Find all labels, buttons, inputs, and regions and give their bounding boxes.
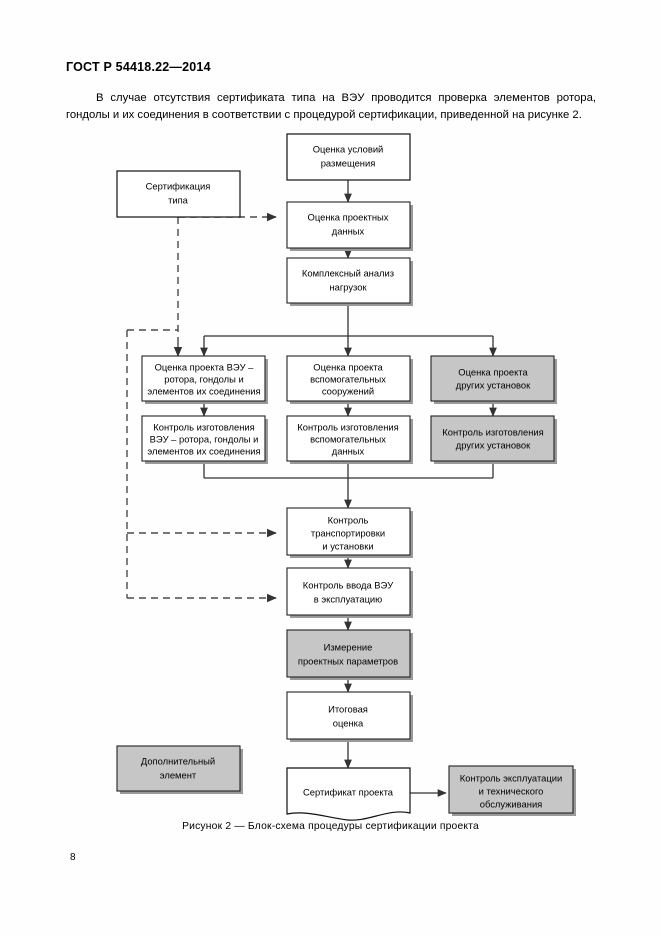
- node-operation-maintenance-line-0: Контроль эксплуатации: [460, 772, 562, 783]
- node-transport-install-line-0: Контроль: [328, 514, 369, 525]
- node-design-wtg-line-1: ротора, гондолы и: [164, 373, 243, 384]
- node-design-other[interactable]: Оценка проекта других установок: [430, 355, 557, 404]
- edge-manufacture-stems: [203, 462, 494, 478]
- node-project-certificate[interactable]: Сертификат проекта: [286, 767, 411, 821]
- node-manufacture-aux-line-1: вспомогательных: [310, 433, 386, 444]
- node-design-other-box[interactable]: [430, 355, 555, 402]
- node-manufacture-other-line-0: Контроль изготовления: [442, 426, 543, 437]
- node-site-conditions-line-1: размещения: [321, 157, 376, 168]
- node-manufacture-aux-line-2: данных: [332, 445, 365, 456]
- node-design-aux-line-1: вспомогательных: [310, 373, 386, 384]
- node-design-data[interactable]: Оценка проектных данных: [286, 201, 413, 251]
- node-design-data-line-1: данных: [332, 225, 365, 236]
- node-design-aux[interactable]: Оценка проекта вспомогательных сооружени…: [286, 355, 413, 404]
- node-legend-optional[interactable]: Дополнительный элемент: [116, 745, 243, 794]
- node-site-conditions-box[interactable]: [286, 133, 411, 181]
- node-design-aux-box[interactable]: [286, 355, 411, 402]
- node-type-certification-line-1: типа: [168, 194, 189, 205]
- body-paragraph: В случае отсутствия сертификата типа на …: [66, 90, 596, 124]
- node-final-evaluation[interactable]: Итоговая оценка: [286, 691, 413, 742]
- node-manufacture-other-box[interactable]: [430, 415, 555, 462]
- node-manufacture-wtg-line-2: элементов их соединения: [147, 445, 260, 456]
- node-manufacture-aux[interactable]: Контроль изготовления вспомогательных да…: [286, 415, 413, 464]
- node-legend-optional-line-1: элемент: [160, 769, 197, 780]
- node-final-evaluation-box[interactable]: [286, 691, 411, 740]
- node-design-data-box[interactable]: [286, 201, 411, 249]
- node-manufacture-wtg[interactable]: Контроль изготовления ВЭУ – ротора, гонд…: [141, 415, 268, 464]
- node-manufacture-other[interactable]: Контроль изготовления других установок: [430, 415, 557, 464]
- node-load-analysis[interactable]: Комплексный анализ нагрузок: [286, 257, 413, 306]
- node-type-certification[interactable]: Сертификация типа: [116, 170, 241, 218]
- node-design-wtg[interactable]: Оценка проекта ВЭУ – ротора, гондолы и э…: [141, 355, 268, 404]
- node-manufacture-wtg-line-1: ВЭУ – ротора, гондолы и: [150, 433, 259, 444]
- node-design-aux-line-2: сооружений: [322, 385, 374, 396]
- node-design-wtg-box[interactable]: [141, 355, 266, 402]
- node-transport-install[interactable]: Контроль транспортировки и установки: [286, 507, 413, 558]
- node-operation-maintenance-line-1: и технического: [479, 785, 544, 796]
- node-parameter-measure[interactable]: Измерение проектных параметров: [286, 629, 413, 680]
- node-type-certification-box[interactable]: [116, 170, 241, 218]
- figure-2: Оценка условий размещения Сертификация т…: [0, 130, 661, 830]
- node-manufacture-aux-line-0: Контроль изготовления: [297, 421, 398, 432]
- node-load-analysis-box[interactable]: [286, 257, 411, 304]
- node-commissioning-line-1: в эксплуатацию: [314, 593, 382, 604]
- node-legend-optional-line-0: Дополнительный: [141, 755, 215, 766]
- node-manufacture-wtg-box[interactable]: [141, 415, 266, 462]
- node-commissioning-box[interactable]: [286, 567, 411, 616]
- node-operation-maintenance[interactable]: Контроль эксплуатации и технического обс…: [448, 765, 576, 816]
- node-load-analysis-line-0: Комплексный анализ: [302, 267, 394, 278]
- node-design-data-line-0: Оценка проектных: [308, 211, 389, 222]
- node-legend-optional-box[interactable]: [116, 745, 241, 792]
- node-manufacture-other-line-1: других установок: [456, 439, 531, 450]
- node-operation-maintenance-line-2: обслуживания: [480, 798, 543, 809]
- node-parameter-measure-line-1: проектных параметров: [298, 655, 398, 666]
- node-parameter-measure-line-0: Измерение: [324, 641, 373, 652]
- node-type-certification-line-0: Сертификация: [146, 180, 211, 191]
- node-project-certificate-shape[interactable]: [286, 767, 411, 821]
- page-number: 8: [70, 852, 76, 863]
- node-design-aux-line-0: Оценка проекта: [313, 361, 383, 372]
- node-transport-install-box[interactable]: [286, 507, 411, 556]
- node-transport-install-line-1: транспортировки: [311, 527, 385, 538]
- flowchart-svg: Оценка условий размещения Сертификация т…: [116, 133, 576, 821]
- node-load-analysis-line-1: нагрузок: [329, 281, 367, 292]
- node-manufacture-wtg-line-0: Контроль изготовления: [153, 421, 254, 432]
- node-final-evaluation-line-0: Итоговая: [328, 703, 368, 714]
- node-design-other-line-0: Оценка проекта: [458, 366, 528, 377]
- node-design-wtg-line-0: Оценка проекта ВЭУ –: [155, 361, 255, 372]
- node-commissioning-line-0: Контроль ввода ВЭУ: [303, 579, 393, 590]
- node-final-evaluation-line-1: оценка: [333, 717, 364, 728]
- node-parameter-measure-box[interactable]: [286, 629, 411, 678]
- node-operation-maintenance-box[interactable]: [448, 765, 574, 814]
- figure-caption: Рисунок 2 — Блок-схема процедуры сертифи…: [182, 821, 479, 832]
- node-manufacture-aux-box[interactable]: [286, 415, 411, 462]
- standard-header: ГОСТ Р 54418.22—2014: [66, 60, 211, 74]
- node-site-conditions[interactable]: Оценка условий размещения: [286, 133, 411, 181]
- node-site-conditions-line-0: Оценка условий: [313, 143, 384, 154]
- node-project-certificate-line-0: Сертификат проекта: [303, 786, 394, 797]
- node-design-wtg-line-2: элементов их соединения: [147, 385, 260, 396]
- paragraph-text: В случае отсутствия сертификата типа на …: [66, 92, 596, 121]
- node-design-other-line-1: других установок: [456, 379, 531, 390]
- node-commissioning[interactable]: Контроль ввода ВЭУ в эксплуатацию: [286, 567, 413, 618]
- node-transport-install-line-2: и установки: [322, 540, 373, 551]
